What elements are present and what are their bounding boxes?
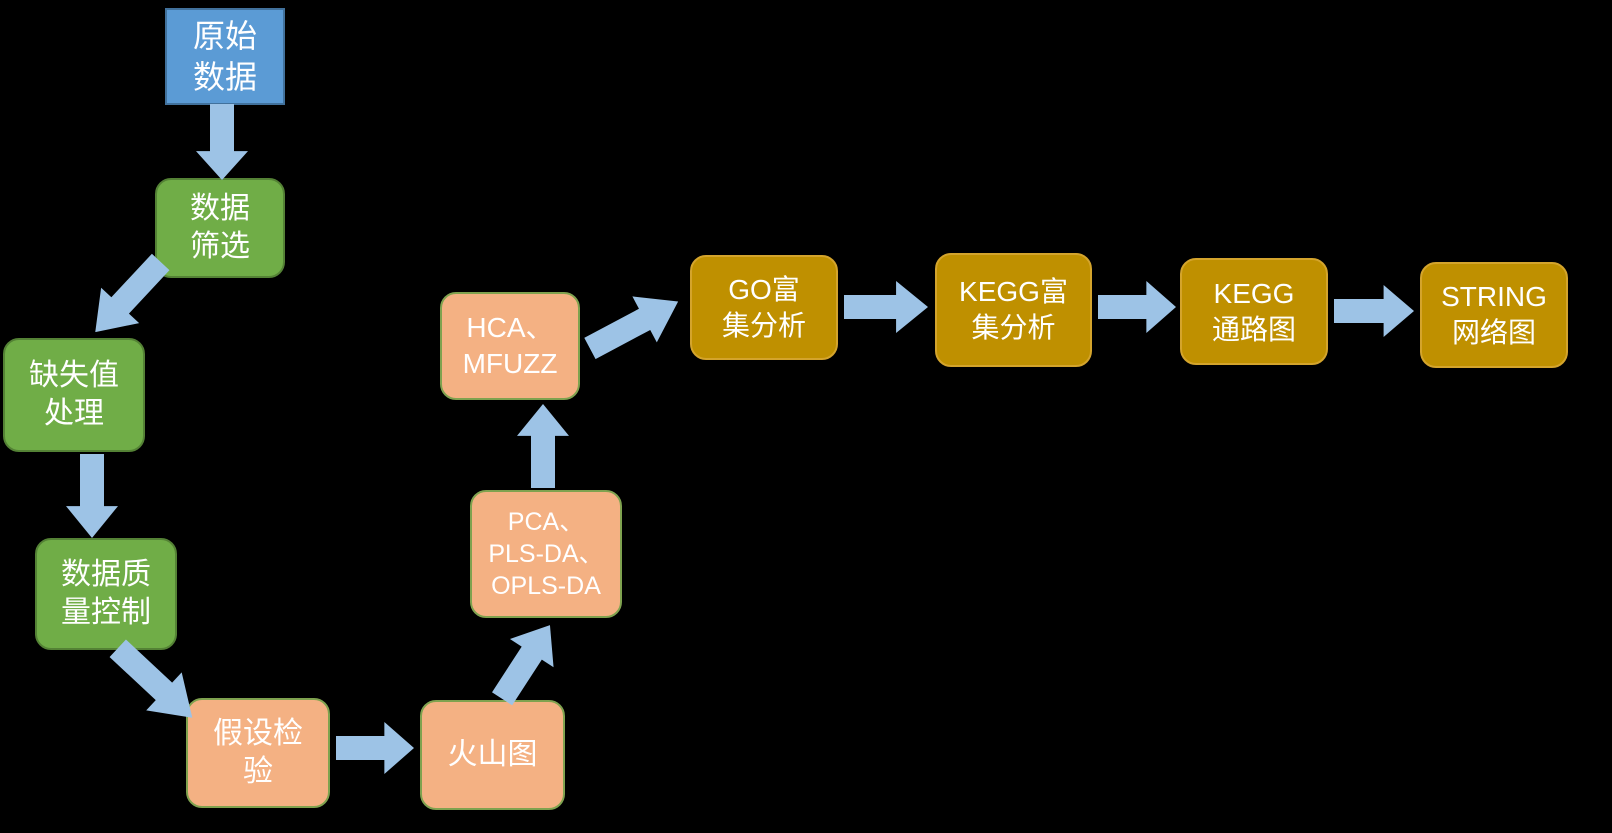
arrow-shape <box>66 454 118 538</box>
arrow-shape <box>491 625 554 706</box>
arrow-data-filtering-to-missing-value <box>75 243 181 351</box>
arrow-kegg-pathway-to-string <box>1334 283 1414 339</box>
arrow-shape <box>517 404 569 488</box>
arrow-shape <box>1098 281 1176 333</box>
arrow-hca-to-go <box>577 277 692 373</box>
node-hca-mfuzz: HCA、 MFUZZ <box>440 292 580 400</box>
node-kegg-enrichment: KEGG富 集分析 <box>935 253 1092 367</box>
node-kegg-pathway: KEGG 通路图 <box>1180 258 1328 365</box>
arrow-go-to-kegg-enrichment <box>844 279 928 335</box>
arrow-missing-value-to-data-quality <box>64 454 120 538</box>
node-data-quality-control: 数据质 量控制 <box>35 538 177 650</box>
node-data-filtering: 数据 筛选 <box>155 178 285 278</box>
arrow-raw-data-to-data-filtering <box>194 104 250 180</box>
arrow-shape <box>109 639 193 718</box>
node-pca-plsda-oplsda: PCA、 PLS-DA、 OPLS-DA <box>470 490 622 618</box>
node-volcano-plot: 火山图 <box>420 700 565 810</box>
node-missing-value-handling: 缺失值 处理 <box>3 338 145 452</box>
arrow-shape <box>336 722 414 774</box>
arrow-volcano-to-pca <box>479 610 574 714</box>
arrow-shape <box>196 104 248 180</box>
arrow-pca-to-hca <box>515 404 571 488</box>
arrow-hypothesis-to-volcano <box>336 720 414 776</box>
node-raw-data: 原始 数据 <box>165 8 285 105</box>
node-string-network: STRING 网络图 <box>1420 262 1568 368</box>
arrow-shape <box>844 281 928 333</box>
arrow-kegg-enrichment-to-kegg-pathway <box>1098 279 1176 335</box>
node-go-enrichment: GO富 集分析 <box>690 255 838 360</box>
arrow-shape <box>1334 285 1414 337</box>
arrow-shape <box>95 253 170 333</box>
node-hypothesis-testing: 假设检 验 <box>186 698 330 808</box>
arrow-data-quality-to-hypothesis <box>99 628 212 739</box>
arrow-shape <box>584 296 679 360</box>
